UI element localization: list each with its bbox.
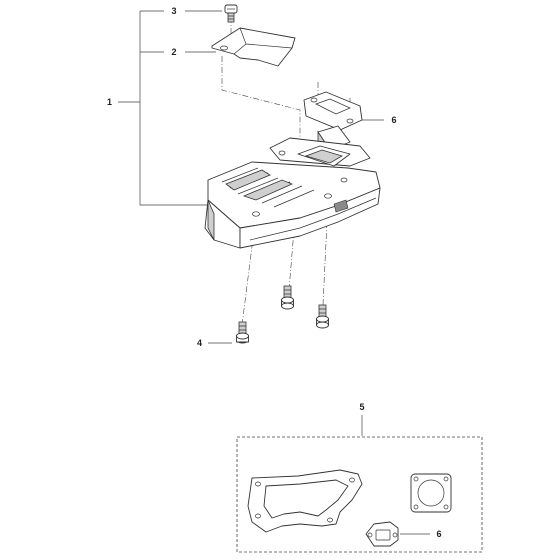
callout-6-kit: 6 <box>436 529 441 539</box>
callout-labels: 1 2 3 4 5 6 6 <box>107 6 442 539</box>
muffler-part-1 <box>204 125 381 249</box>
frame-gasket <box>247 469 363 533</box>
leader-lines <box>118 10 430 535</box>
callout-3: 3 <box>171 6 176 16</box>
bolt-part-4-rear <box>316 304 329 329</box>
gasket-part-6-upper <box>303 91 363 131</box>
callout-5: 5 <box>359 402 364 412</box>
gasket-kit-box-part-5 <box>236 436 483 553</box>
callout-4: 4 <box>197 338 202 348</box>
screw-part-3 <box>224 4 238 23</box>
bolt-part-4-front <box>236 321 249 344</box>
callout-1: 1 <box>107 97 112 107</box>
heat-shield-part-2 <box>211 27 296 67</box>
exhaust-gasket-part-6-kit <box>365 521 399 547</box>
cylinder-gasket <box>410 473 452 513</box>
callout-2: 2 <box>171 47 176 57</box>
bolt-part-4-middle <box>281 285 294 310</box>
callout-6-top: 6 <box>391 115 396 125</box>
